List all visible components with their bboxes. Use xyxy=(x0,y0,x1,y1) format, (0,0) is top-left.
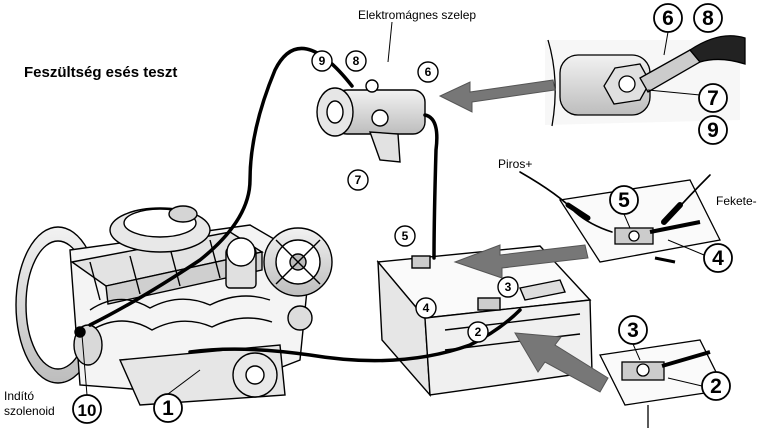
svg-text:2: 2 xyxy=(710,375,722,398)
callout-2-battery: 2 xyxy=(467,321,489,343)
svg-text:10: 10 xyxy=(78,401,97,420)
direction-arrows xyxy=(438,79,609,393)
callout-6-solenoid: 6 xyxy=(417,61,439,83)
arrow-to-solenoid xyxy=(438,79,556,113)
svg-text:4: 4 xyxy=(712,247,724,270)
red-plus-label: Piros+ xyxy=(498,157,532,171)
engine-illustration xyxy=(15,205,333,406)
inset-post-closeup xyxy=(599,339,726,428)
callout-6-inset: 6 xyxy=(653,3,683,33)
inset-clamp-closeup xyxy=(558,179,721,264)
arrow-to-battery-terminal xyxy=(453,244,589,279)
svg-text:1: 1 xyxy=(162,397,174,420)
starter-solenoid-label-line2: szolenoid xyxy=(4,404,55,418)
svg-text:5: 5 xyxy=(402,229,409,243)
arrow-to-battery-post xyxy=(514,332,609,393)
diagram-title: Feszültség esés teszt xyxy=(24,64,177,81)
svg-text:3: 3 xyxy=(505,280,512,294)
callout-7-inset: 7 xyxy=(698,83,728,113)
callout-8-solenoid: 8 xyxy=(345,50,367,72)
wiring xyxy=(88,46,711,363)
callout-7-solenoid: 7 xyxy=(347,169,369,191)
svg-text:6: 6 xyxy=(662,7,674,30)
starter-solenoid-label-line1: Indító xyxy=(4,389,34,403)
black-minus-label: Fekete- xyxy=(716,194,757,208)
svg-text:5: 5 xyxy=(618,189,630,212)
svg-text:7: 7 xyxy=(707,87,719,110)
callout-4-battery: 4 xyxy=(415,297,437,319)
callout-4-inset: 4 xyxy=(703,243,733,273)
callout-10-engine: 10 xyxy=(72,394,102,424)
svg-text:9: 9 xyxy=(707,119,719,142)
solenoid-valve-label: Elektromágnes szelep xyxy=(358,8,476,22)
svg-text:7: 7 xyxy=(355,173,362,187)
solenoid-valve-illustration xyxy=(316,79,426,163)
svg-text:8: 8 xyxy=(702,7,714,30)
callout-3-battery: 3 xyxy=(497,276,519,298)
svg-text:6: 6 xyxy=(425,65,432,79)
callout-3-inset: 3 xyxy=(618,315,648,345)
svg-text:3: 3 xyxy=(627,319,639,342)
svg-text:4: 4 xyxy=(423,301,430,315)
inset-terminal-closeup xyxy=(545,35,746,127)
svg-text:2: 2 xyxy=(475,325,482,339)
callout-5-inset: 5 xyxy=(609,185,639,215)
svg-text:8: 8 xyxy=(353,54,360,68)
callout-9-solenoid: 9 xyxy=(311,50,333,72)
callout-5-battery: 5 xyxy=(394,225,416,247)
callout-8-inset: 8 xyxy=(693,3,723,33)
callout-2-inset: 2 xyxy=(701,371,731,401)
callout-9-inset: 9 xyxy=(698,115,728,145)
callouts: 9 8 6 7 5 4 3 2 xyxy=(72,3,733,424)
solenoid-label-leader xyxy=(387,21,393,63)
svg-text:9: 9 xyxy=(319,54,326,68)
callout-1-engine: 1 xyxy=(153,393,183,423)
